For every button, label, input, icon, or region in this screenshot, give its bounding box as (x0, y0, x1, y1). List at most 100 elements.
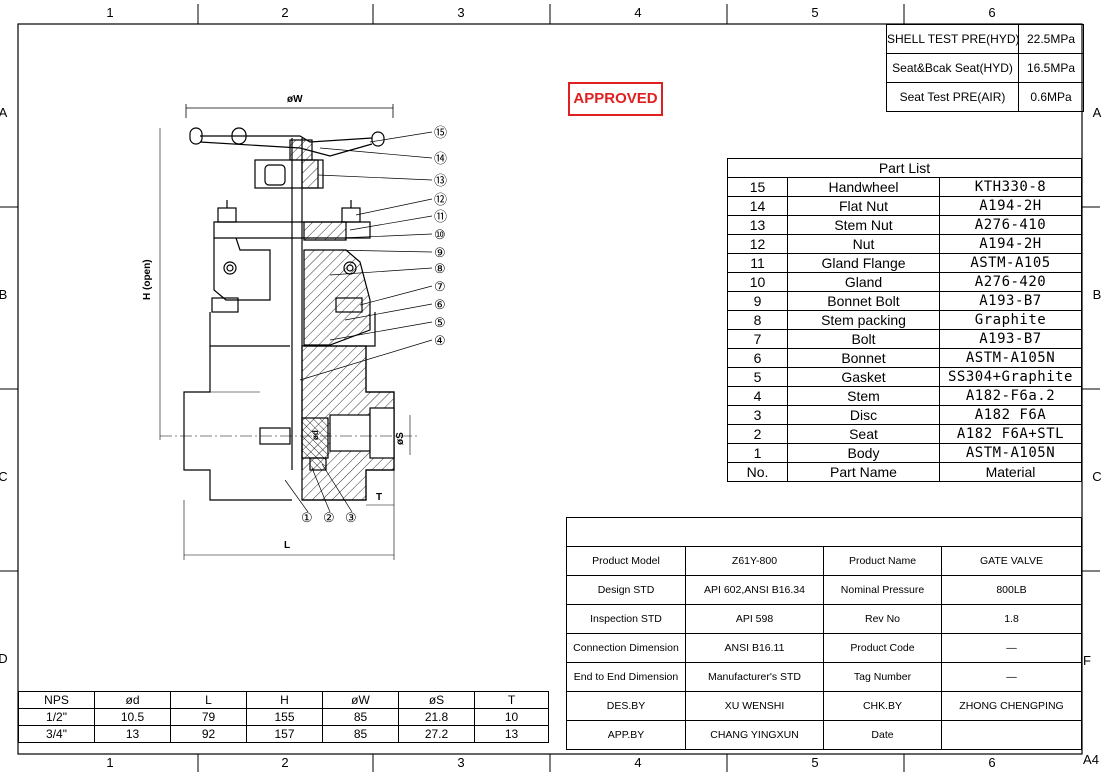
zone-row-b: B (0, 287, 8, 302)
balloon-5: ⑤ (434, 315, 446, 330)
part-name: Seat (787, 424, 940, 444)
zone-col-bottom-6: 6 (988, 755, 996, 770)
dimension-cell: 21.8 (398, 708, 475, 726)
title-block-value: API 598 (685, 604, 824, 634)
zone-row-d: D (0, 651, 8, 666)
part-name: Bonnet (787, 348, 940, 368)
part-material: A194-2H (939, 196, 1082, 216)
balloon-13: ⑬ (434, 173, 447, 188)
part-name: Disc (787, 405, 940, 425)
dim-label-l: L (284, 540, 290, 551)
balloon-11: ⑪ (434, 209, 447, 224)
test-pressure-table: SHELL TEST PRE(HYD) 22.5MPa Seat&Bcak Se… (886, 24, 1084, 112)
dimension-header: T (474, 691, 549, 709)
zone-row-a: A (0, 105, 8, 120)
zone-col-bottom-4: 4 (634, 755, 642, 770)
part-no: 3 (727, 405, 788, 425)
balloon-12: ⑫ (434, 192, 447, 207)
dimension-cell: 27.2 (398, 725, 475, 743)
title-block-label: Nominal Pressure (823, 575, 942, 605)
title-block-value: CHANG YINGXUN (685, 720, 824, 750)
part-no: 14 (727, 196, 788, 216)
part-material: SS304+Graphite (939, 367, 1082, 387)
dimension-cell: 13 (474, 725, 549, 743)
title-block-value: ANSI B16.11 (685, 633, 824, 663)
title-block-value: — (941, 633, 1082, 663)
title-block-label: Tag Number (823, 662, 942, 692)
part-balloons: ⑮ ⑭ ⑬ ⑫ ⑪ ⑩ ⑨ ⑧ ⑦ ⑥ ⑤ ④ ① ② ③ (301, 125, 447, 525)
dimension-cell: 1/2" (18, 708, 95, 726)
part-material: A182-F6a.2 (939, 386, 1082, 406)
part-no: 5 (727, 367, 788, 387)
dimension-header: ød (94, 691, 171, 709)
part-no: 7 (727, 329, 788, 349)
zone-col-2: 2 (281, 5, 289, 20)
dimension-cell: 85 (322, 708, 399, 726)
dim-label-w: øW (287, 94, 303, 105)
dim-label-h: H (open) (142, 259, 153, 300)
dim-label-d: ød (311, 430, 320, 440)
zone-col-3: 3 (457, 5, 465, 20)
part-name: Stem Nut (787, 215, 940, 235)
title-block-value: ZHONG CHENGPING (941, 691, 1082, 721)
part-name: Bonnet Bolt (787, 291, 940, 311)
zone-col-bottom-5: 5 (811, 755, 819, 770)
title-block-value: GATE VALVE (941, 546, 1082, 576)
part-material: KTH330-8 (939, 177, 1082, 197)
zone-col-bottom-1: 1 (106, 755, 114, 770)
part-material: A276-410 (939, 215, 1082, 235)
part-name: Gasket (787, 367, 940, 387)
zone-col-4: 4 (634, 5, 642, 20)
part-material: ASTM-A105N (939, 443, 1082, 463)
dimension-cell: 79 (170, 708, 247, 726)
part-list-title: Part List (727, 158, 1082, 178)
approved-stamp: APPROVED (568, 82, 663, 116)
dimension-header: L (170, 691, 247, 709)
dimension-cell: 157 (246, 725, 323, 743)
header-part-name: Part Name (787, 462, 940, 482)
part-material: A182 F6A+STL (939, 424, 1082, 444)
title-block-label: Product Model (566, 546, 686, 576)
title-block-label: CHK.BY (823, 691, 942, 721)
sheet-size: A4 (1083, 752, 1099, 767)
part-name: Gland Flange (787, 253, 940, 273)
test-value: 0.6MPa (1018, 82, 1084, 112)
balloon-3: ③ (345, 510, 357, 525)
title-block-label: Connection Dimension (566, 633, 686, 663)
title-block-value: 800LB (941, 575, 1082, 605)
zone-col-bottom-2: 2 (281, 755, 289, 770)
valve-cross-section (159, 104, 433, 560)
part-name: Handwheel (787, 177, 940, 197)
part-list-header: No. Part Name Material (727, 462, 1082, 482)
dimension-cell: 10.5 (94, 708, 171, 726)
dimension-cell: 13 (94, 725, 171, 743)
header-no: No. (727, 462, 788, 482)
dimension-header: NPS (18, 691, 95, 709)
test-label: Seat Test PRE(AIR) (886, 82, 1019, 112)
title-block-value: — (941, 662, 1082, 692)
part-no: 8 (727, 310, 788, 330)
test-value: 16.5MPa (1018, 53, 1084, 83)
part-name: Gland (787, 272, 940, 292)
zone-row-right-a: A (1092, 105, 1102, 120)
dim-label-t: T (376, 492, 382, 503)
part-material: Graphite (939, 310, 1082, 330)
zone-col-bottom-3: 3 (457, 755, 465, 770)
balloon-14: ⑭ (434, 151, 447, 166)
